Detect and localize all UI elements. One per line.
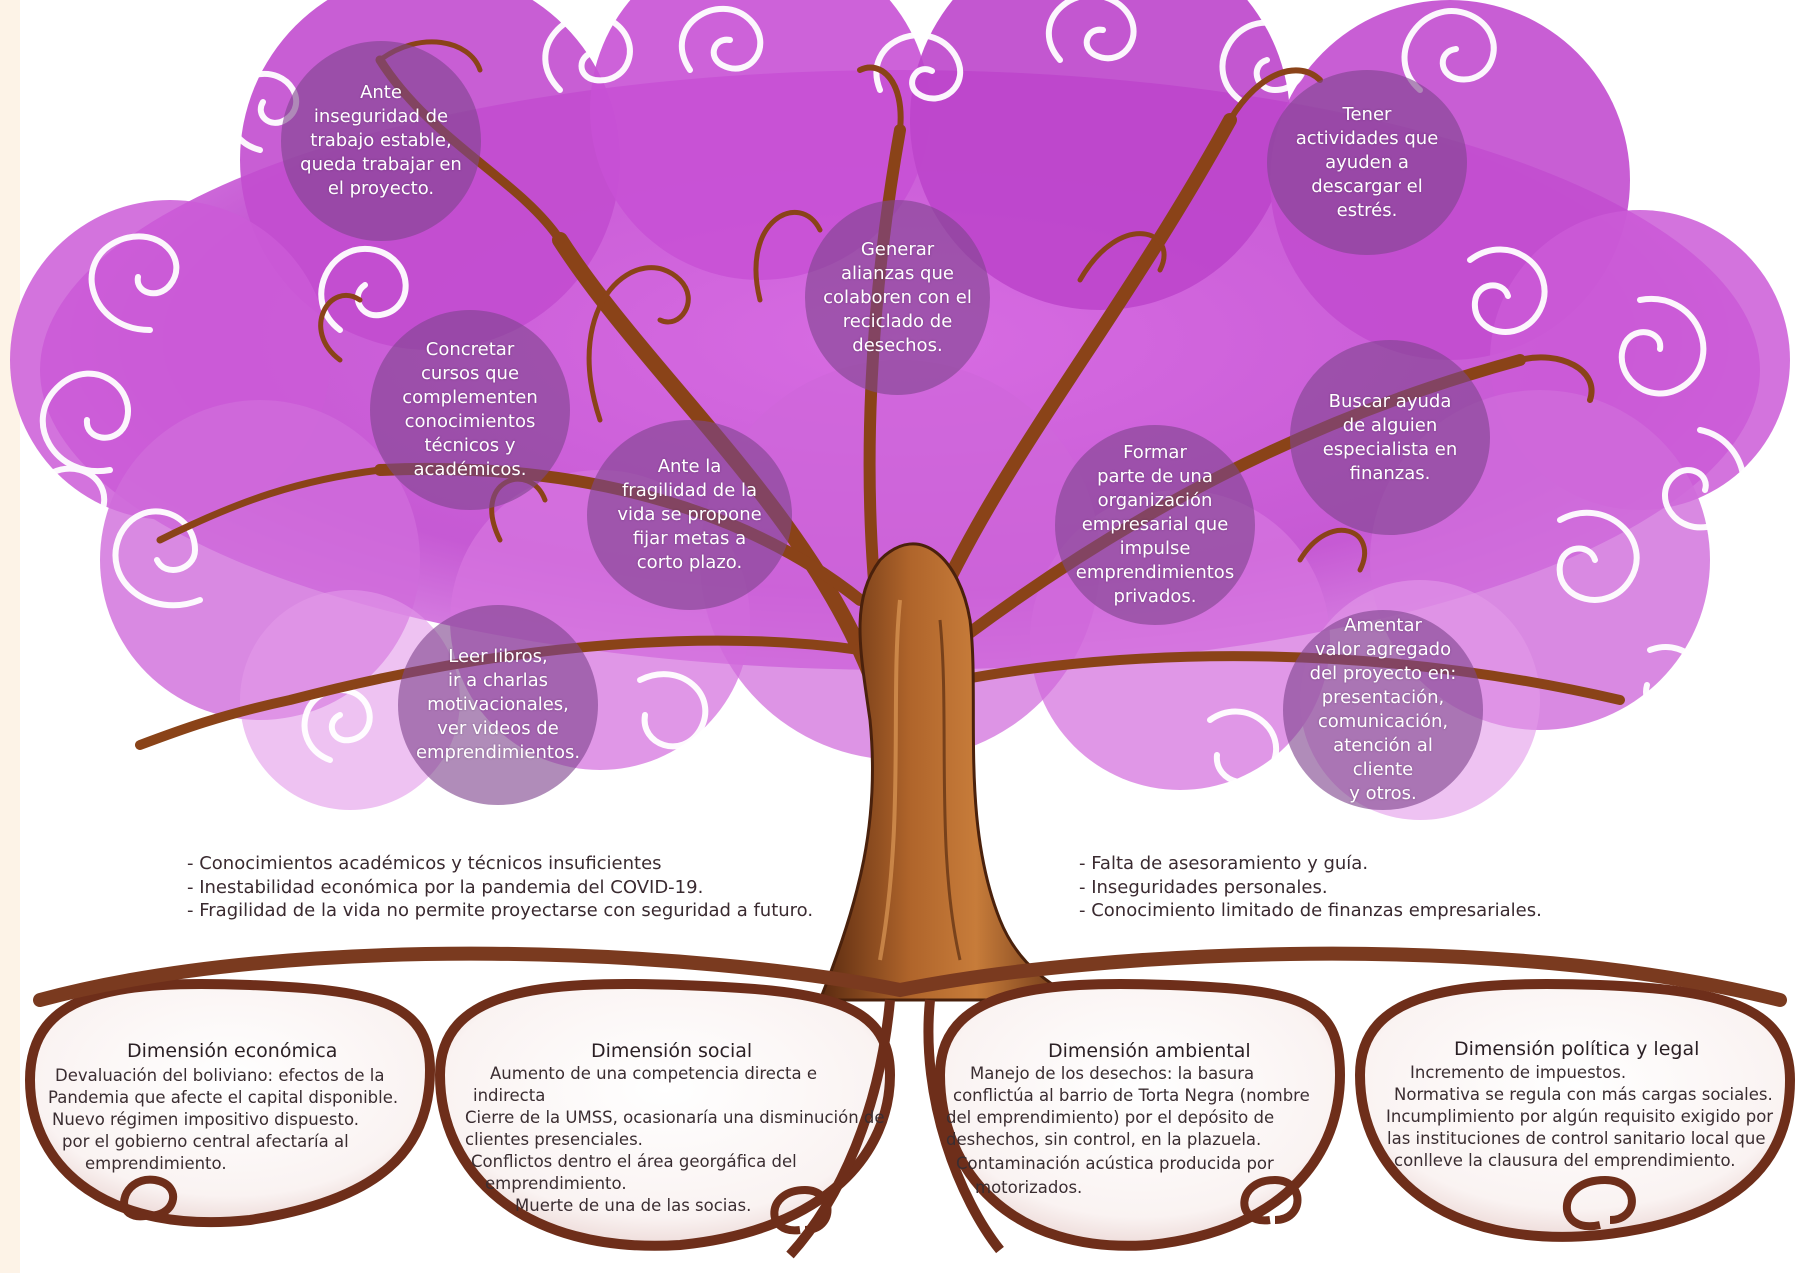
bubble-text: Ante inseguridad de trabajo estable, que… (300, 82, 462, 199)
dimension-line: por el gobierno central afectaría al (62, 1132, 349, 1151)
bubble-finance-help: Buscar ayuda de alguien especialista en … (1290, 340, 1490, 535)
dimension-line: Contaminación acústica producida por (956, 1154, 1274, 1173)
note-line: - Conocimientos académicos y técnicos in… (187, 853, 662, 874)
dimension-line: Muerte de una de las socias. (515, 1196, 752, 1215)
dimension-line: Incumplimiento por algún requisito exigi… (1386, 1107, 1774, 1126)
note-line: - Falta de asesoramiento y guía. (1079, 853, 1369, 874)
dimension-line: indirecta (473, 1086, 546, 1105)
dimension-social-title: Dimensión social (591, 1040, 753, 1062)
bubble-alliances: Generar alianzas que colaboren con el re… (805, 200, 990, 395)
bubble-text: Leer libros, ir a charlas motivacionales… (415, 646, 581, 763)
note-line: - Conocimiento limitado de finanzas empr… (1079, 900, 1542, 921)
dimension-line: emprendimiento. (85, 1154, 227, 1173)
dimension-line: Incremento de impuestos. (1410, 1063, 1627, 1082)
bubble-text: Formar parte de una organización empresa… (1075, 442, 1235, 607)
bubble-text: Concretar cursos que complementen conoci… (402, 339, 538, 480)
dimension-line: Cierre de la UMSS, ocasionaría una dismi… (465, 1108, 885, 1127)
dimension-line: motorizados. (975, 1178, 1083, 1197)
bubble-stress-activities: Tener actividades que ayuden a descargar… (1267, 70, 1467, 255)
bubble-books-talks: Leer libros, ir a charlas motivacionales… (398, 605, 598, 805)
dimension-line: Devaluación del boliviano: efectos de la (55, 1066, 385, 1085)
dimension-line: Conflictos dentro el área georgáfica del (471, 1152, 797, 1171)
dimension-line: Aumento de una competencia directa e (490, 1064, 818, 1083)
trunk (817, 542, 1081, 1002)
swirl-ornaments (24, 0, 1747, 786)
dimension-line: deshechos, sin control, en la plazuela. (946, 1130, 1262, 1149)
dimension-line: clientes presenciales. (465, 1130, 643, 1149)
dimension-line: emprendimiento. (485, 1174, 627, 1193)
dimension-environmental-title: Dimensión ambiental (1048, 1040, 1251, 1062)
bubble-added-value: Amentar valor agregado del proyecto en: … (1283, 610, 1483, 810)
dimension-line: del emprendimiento) por el depósito de (946, 1108, 1275, 1127)
trunk-notes-right: - Falta de asesoramiento y guía. - Inseg… (1079, 852, 1542, 923)
bubble-text: Amentar valor agregado del proyecto en: … (1309, 615, 1457, 804)
trunk-notes-left: - Conocimientos académicos y técnicos in… (187, 852, 813, 923)
bubble-text: Generar alianzas que colaboren con el re… (823, 238, 972, 356)
dimension-economic-title: Dimensión económica (127, 1040, 338, 1062)
root-lobes (24, 946, 1796, 1259)
dimension-line: las instituciones de control sanitario l… (1387, 1129, 1766, 1148)
bubble-short-term-goals: Ante la fragilidad de la vida se propone… (587, 420, 792, 610)
left-margin-strip (0, 0, 20, 1273)
bubble-job-insecurity: Ante inseguridad de trabajo estable, que… (281, 41, 481, 241)
dimension-political-legal-title: Dimensión política y legal (1454, 1038, 1700, 1060)
dimension-line: Manejo de los desechos: la basura (970, 1064, 1255, 1083)
dimension-line: Pandemia que afecte el capital disponibl… (48, 1088, 399, 1107)
bubble-text: Buscar ayuda de alguien especialista en … (1322, 390, 1458, 484)
bubble-text: Tener actividades que ayuden a descargar… (1295, 103, 1439, 221)
dimension-line: conflictúa al barrio de Torta Negra (nom… (953, 1086, 1310, 1105)
note-line: - Fragilidad de la vida no permite proye… (187, 900, 814, 921)
note-line: - Inseguridades personales. (1079, 876, 1328, 898)
dimension-line: Normativa se regula con más cargas socia… (1394, 1085, 1773, 1104)
bubble-business-organization: Formar parte de una organización empresa… (1055, 425, 1255, 625)
bubble-text: Ante la fragilidad de la vida se propone… (617, 456, 762, 573)
dimension-line: Nuevo régimen impositivo dispuesto. (52, 1110, 360, 1129)
bubble-courses: Concretar cursos que complementen conoci… (370, 310, 570, 510)
note-line: - Inestabilidad económica por la pandemi… (187, 876, 704, 898)
dimension-line: conlleve la clausura del emprendimiento. (1394, 1151, 1736, 1170)
